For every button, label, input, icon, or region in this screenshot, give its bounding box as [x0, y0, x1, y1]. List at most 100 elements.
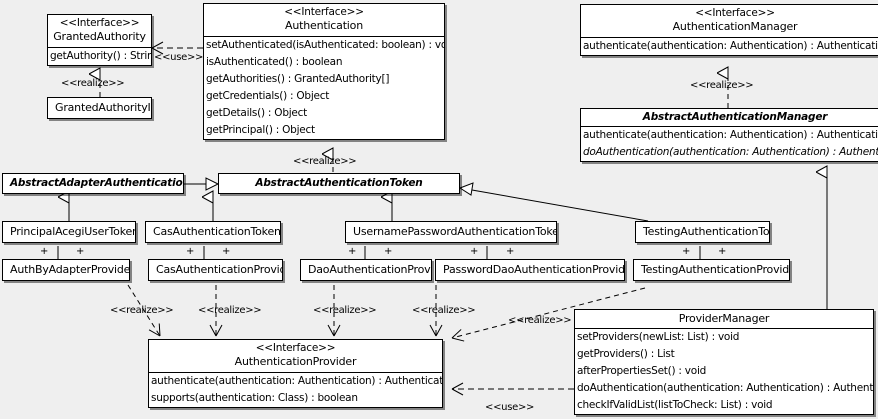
association-marker-plus: +: [470, 246, 479, 257]
relation-abstractadaptertoken-extends-abstracttoken: [184, 177, 220, 191]
operations-compartment: getAuthority() : String: [48, 48, 151, 65]
class-abstract-adapter-authentication-token[interactable]: AbstractAdapterAuthenticationToken: [2, 173, 184, 195]
operation-row: doAuthentication(authentication: Authent…: [577, 382, 874, 395]
label-use-providermanager-authenticationprovider: <<use>>: [485, 402, 535, 413]
class-name-label: CasAuthenticationToken: [153, 225, 281, 238]
operation-row: checkIfValidList(listToCheck: List) : vo…: [577, 399, 773, 412]
label-realize-grantedauthorityimpl: <<realize>>: [61, 78, 125, 89]
class-header: ProviderManager: [575, 310, 873, 328]
class-header: TestingAuthenticationProvider: [634, 260, 789, 280]
class-name-label: TestingAuthenticationProvider: [641, 263, 790, 276]
label-realize-daoauthenticationprovider: <<realize>>: [313, 305, 377, 316]
class-abstract-authentication-token[interactable]: AbstractAuthenticationToken: [218, 173, 460, 195]
class-cas-authentication-token[interactable]: CasAuthenticationToken: [145, 221, 281, 244]
class-testing-authentication-token[interactable]: TestingAuthenticationToken: [635, 221, 770, 244]
class-auth-by-adapter-provider[interactable]: AuthByAdapterProvider: [2, 259, 130, 282]
label-realize-abstractauthenticationmanager: <<realize>>: [690, 80, 754, 91]
operation-row: supports(authentication: Class) : boolea…: [151, 391, 358, 404]
operation-row: getAuthority() : String: [50, 49, 152, 62]
section-divider: [581, 36, 878, 38]
operation-row: authenticate(authentication: Authenticat…: [583, 39, 878, 52]
stereotype-label: <<Interface>>: [284, 6, 364, 18]
operations-compartment: setAuthenticated(isAuthenticated: boolea…: [204, 37, 444, 139]
class-name-label: AuthByAdapterProvider: [10, 263, 130, 276]
operation-row: getCredentials() : Object: [206, 89, 330, 102]
class-name-label: GrantedAuthority: [53, 30, 146, 44]
operations-compartment: authenticate(authentication: Authenticat…: [581, 127, 878, 161]
operation-row: getProviders() : List: [577, 348, 675, 361]
association-marker-plus: +: [40, 246, 49, 257]
class-header: CasAuthenticationToken: [146, 222, 280, 242]
section-divider: [48, 46, 151, 48]
operation-row: authenticate(authentication: Authenticat…: [151, 374, 443, 387]
class-name-label: DaoAuthenticationProvider: [308, 263, 431, 276]
class-granted-authority-impl[interactable]: GrantedAuthorityImpl: [47, 97, 152, 120]
class-name-label: AbstractAuthenticationToken: [255, 177, 423, 189]
class-header: AuthByAdapterProvider: [3, 260, 129, 280]
association-marker-plus: +: [348, 246, 357, 257]
class-name-label: ProviderManager: [678, 312, 770, 325]
class-name-label: AuthenticationProvider: [234, 355, 357, 369]
class-name-label: AbstractAuthenticationManager: [642, 111, 828, 123]
class-dao-authentication-provider[interactable]: DaoAuthenticationProvider: [300, 259, 432, 282]
class-name-label: AbstractAdapterAuthenticationToken: [10, 177, 183, 189]
class-principal-acegi-user-token[interactable]: PrincipalAcegiUserToken: [2, 221, 136, 244]
association-marker-plus: +: [222, 246, 231, 257]
class-name-label: GrantedAuthorityImpl: [55, 101, 151, 114]
operations-compartment: authenticate(authentication: Authenticat…: [581, 38, 878, 55]
class-header: <<Interface>> AuthenticationManager: [581, 5, 878, 37]
relation-testingauthenticationtoken-extends-abstracttoken: [458, 182, 649, 222]
label-realize-authbyadapterprovider: <<realize>>: [110, 305, 174, 316]
label-realize-testingauthenticationprovider: <<realize>>: [508, 315, 572, 326]
class-header: PrincipalAcegiUserToken: [3, 222, 135, 242]
class-password-dao-authentication-provider[interactable]: PasswordDaoAuthenticationProvider: [435, 259, 625, 282]
class-name-label: PrincipalAcegiUserToken: [10, 225, 136, 238]
label-use-authentication-grantedauthority: <<use>>: [154, 52, 204, 63]
class-name-label: CasAuthenticationProvider: [156, 263, 282, 276]
section-divider: [149, 371, 442, 373]
class-header: <<Interface>> Authentication: [204, 4, 444, 36]
association-marker-plus: +: [718, 246, 727, 257]
class-header: AbstractAuthenticationToken: [219, 174, 459, 193]
operation-row: getAuthorities() : GrantedAuthority[]: [206, 72, 390, 85]
class-header: UsernamePasswordAuthenticationToken: [346, 222, 556, 242]
class-header: TestingAuthenticationToken: [636, 222, 769, 242]
operation-row: getDetails() : Object: [206, 106, 307, 119]
section-divider: [204, 35, 444, 37]
class-name-label: PasswordDaoAuthenticationProvider: [443, 263, 625, 276]
label-realize-passworddaoauthenticationprovider: <<realize>>: [412, 305, 476, 316]
class-authentication-provider[interactable]: <<Interface>> AuthenticationProvider aut…: [148, 339, 443, 408]
class-name-label: UsernamePasswordAuthenticationToken: [353, 225, 557, 238]
class-header: AbstractAdapterAuthenticationToken: [3, 174, 183, 193]
operation-row: doAuthentication(authentication: Authent…: [583, 146, 878, 159]
class-abstract-authentication-manager[interactable]: AbstractAuthenticationManager authentica…: [580, 108, 878, 163]
operations-compartment: setProviders(newList: List) : void getPr…: [575, 329, 873, 414]
association-marker-plus: +: [506, 246, 515, 257]
class-username-password-authentication-token[interactable]: UsernamePasswordAuthenticationToken: [345, 221, 557, 244]
label-realize-casauthenticationprovider: <<realize>>: [198, 305, 262, 316]
class-header: AbstractAuthenticationManager: [581, 109, 878, 126]
class-testing-authentication-provider[interactable]: TestingAuthenticationProvider: [633, 259, 790, 282]
association-marker-plus: +: [186, 246, 195, 257]
class-header: PasswordDaoAuthenticationProvider: [436, 260, 624, 280]
operation-row: getPrincipal() : Object: [206, 123, 315, 136]
class-name-label: AuthenticationManager: [672, 20, 798, 34]
class-header: <<Interface>> GrantedAuthority: [48, 15, 151, 47]
class-cas-authentication-provider[interactable]: CasAuthenticationProvider: [148, 259, 283, 282]
operation-row: setProviders(newList: List) : void: [577, 331, 740, 344]
stereotype-label: <<Interface>>: [59, 17, 140, 29]
class-name-label: Authentication: [285, 19, 363, 33]
class-granted-authority[interactable]: <<Interface>> GrantedAuthority getAuthor…: [47, 14, 152, 66]
class-authentication[interactable]: <<Interface>> Authentication setAuthenti…: [203, 3, 445, 140]
label-realize-abstractauthenticationtoken: <<realize>>: [293, 156, 357, 167]
stereotype-label: <<Interface>>: [255, 342, 336, 354]
operation-row: authenticate(authentication: Authenticat…: [583, 129, 878, 142]
association-marker-plus: +: [384, 246, 393, 257]
section-divider: [575, 328, 873, 330]
class-provider-manager[interactable]: ProviderManager setProviders(newList: Li…: [574, 309, 874, 416]
operations-compartment: authenticate(authentication: Authenticat…: [149, 373, 442, 407]
class-header: <<Interface>> AuthenticationProvider: [149, 340, 442, 372]
association-marker-plus: +: [76, 246, 85, 257]
class-authentication-manager[interactable]: <<Interface>> AuthenticationManager auth…: [580, 4, 878, 56]
